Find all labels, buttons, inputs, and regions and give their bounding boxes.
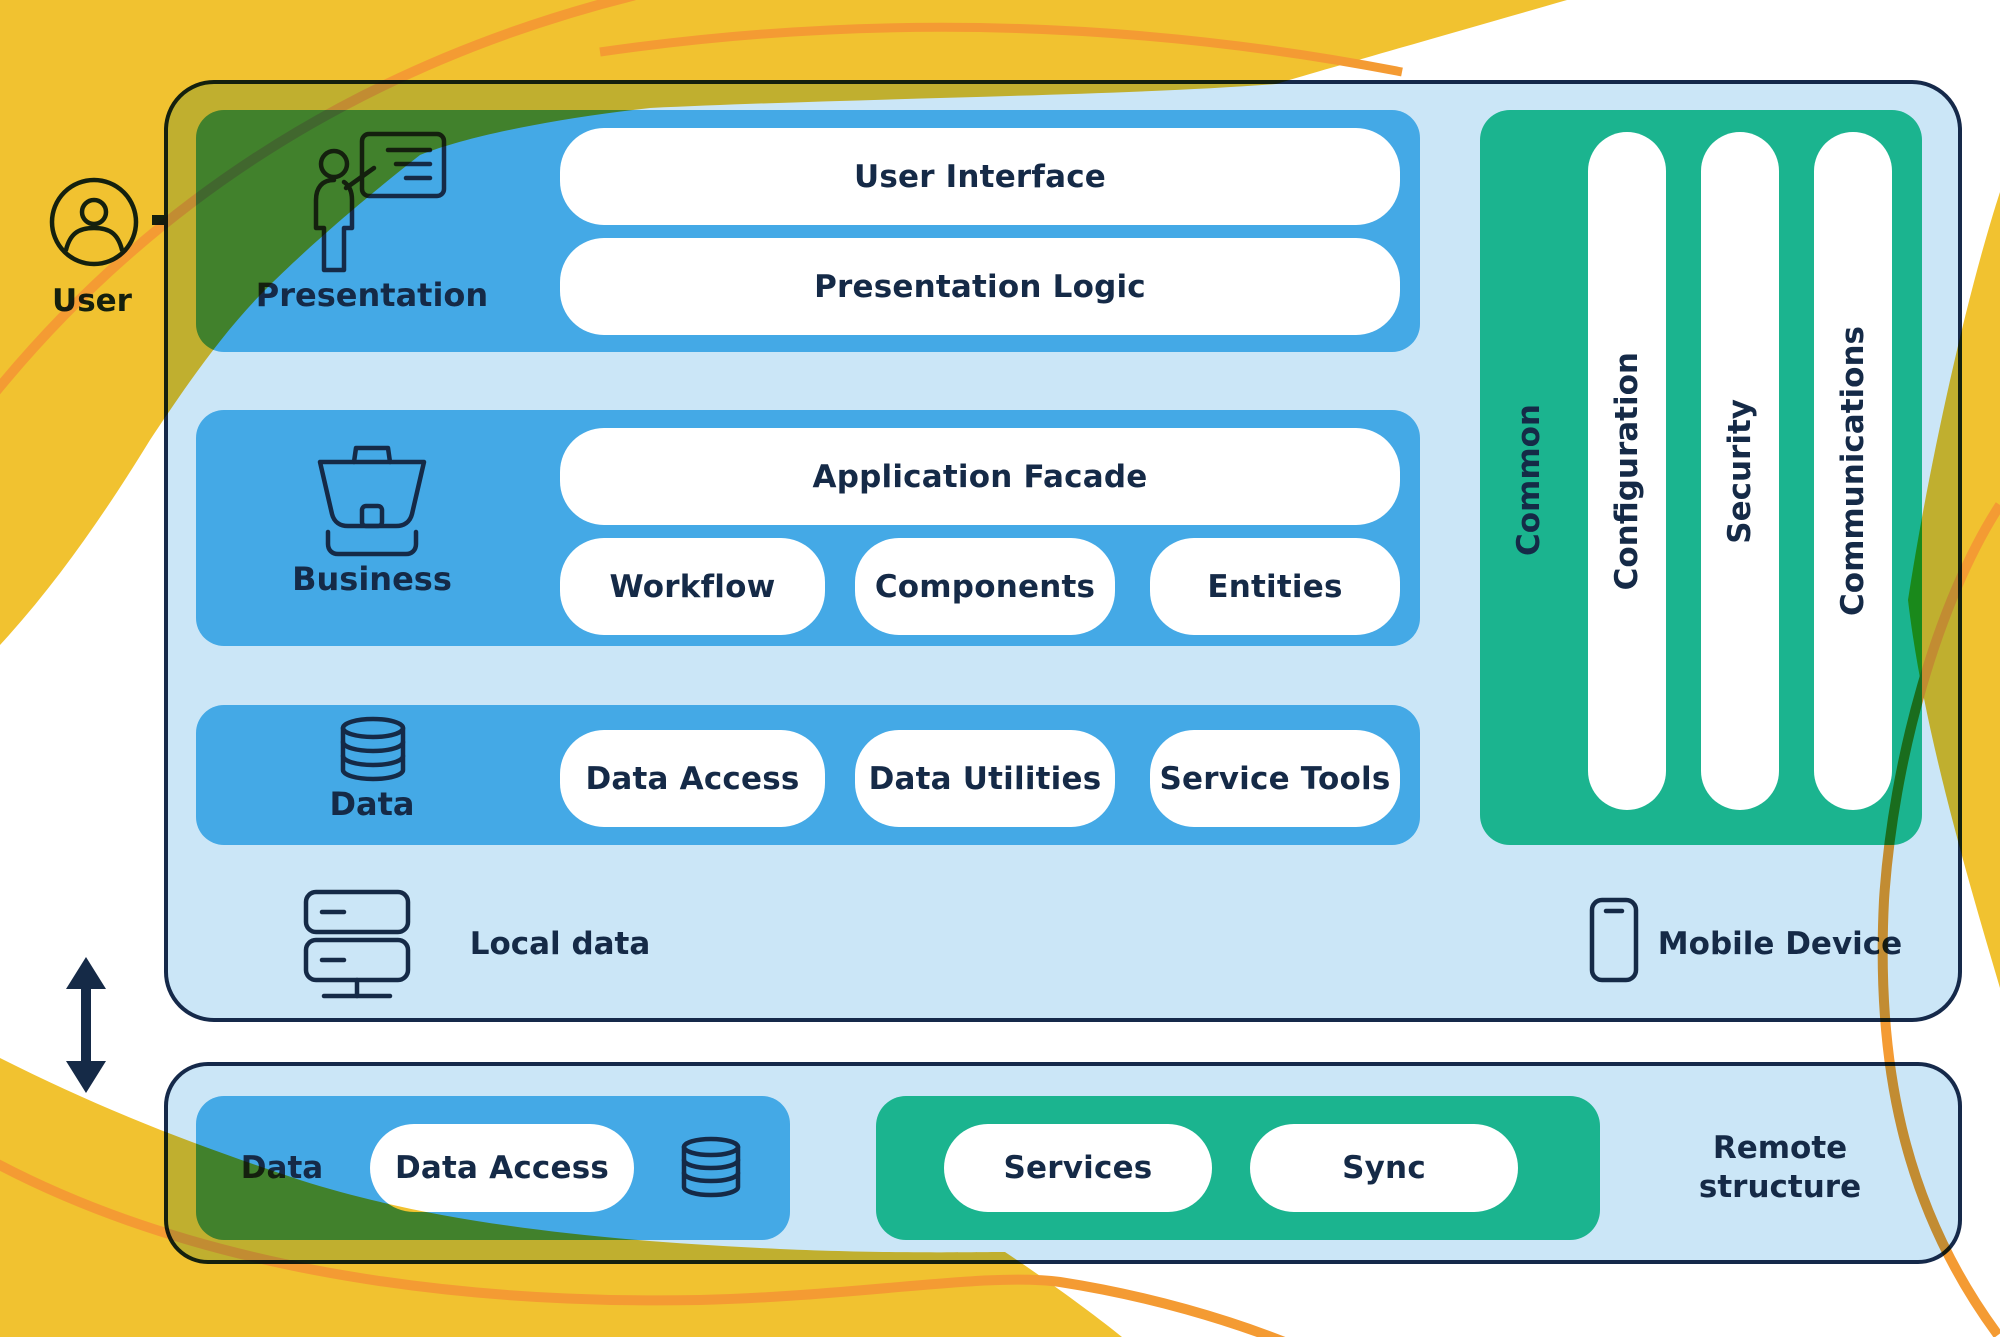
user-interface-pill: User Interface bbox=[560, 128, 1400, 225]
presentation-logic-pill: Presentation Logic bbox=[560, 238, 1400, 335]
communications-pill: Communications bbox=[1814, 132, 1892, 810]
smartphone-icon bbox=[1588, 896, 1640, 984]
data-access-pill: Data Access bbox=[560, 730, 825, 827]
configuration-pill: Configuration bbox=[1588, 132, 1666, 810]
local-data-server-icon bbox=[300, 888, 434, 1002]
application-facade-pill: Application Facade bbox=[560, 428, 1400, 525]
business-layer-label: Business bbox=[292, 560, 452, 598]
security-pill: Security bbox=[1701, 132, 1779, 810]
entities-pill: Entities bbox=[1150, 538, 1400, 635]
briefcase-icon bbox=[310, 440, 434, 558]
remote-data-access-pill: Data Access bbox=[370, 1124, 634, 1212]
sync-pill: Sync bbox=[1250, 1124, 1518, 1212]
database-icon bbox=[334, 716, 412, 782]
common-label-text: Common bbox=[1511, 403, 1547, 557]
mobile-device-label: Mobile Device bbox=[1657, 926, 1903, 962]
services-pill: Services bbox=[944, 1124, 1212, 1212]
user-label: User bbox=[52, 283, 132, 319]
workflow-pill: Workflow bbox=[560, 538, 825, 635]
remote-database-icon bbox=[676, 1136, 746, 1198]
local-data-label: Local data bbox=[469, 926, 651, 962]
service-tools-pill: Service Tools bbox=[1150, 730, 1400, 827]
presenter-icon bbox=[300, 130, 450, 276]
data-utilities-pill: Data Utilities bbox=[855, 730, 1115, 827]
components-pill: Components bbox=[855, 538, 1115, 635]
user-avatar-icon bbox=[48, 176, 140, 268]
background-arc-top bbox=[599, 22, 1403, 77]
remote-data-label: Data bbox=[240, 1150, 324, 1186]
presentation-layer-label: Presentation bbox=[255, 276, 489, 314]
vertical-double-arrow-icon bbox=[58, 955, 114, 1095]
data-layer-label: Data bbox=[329, 785, 415, 823]
common-panel-label: Common bbox=[1498, 280, 1560, 680]
